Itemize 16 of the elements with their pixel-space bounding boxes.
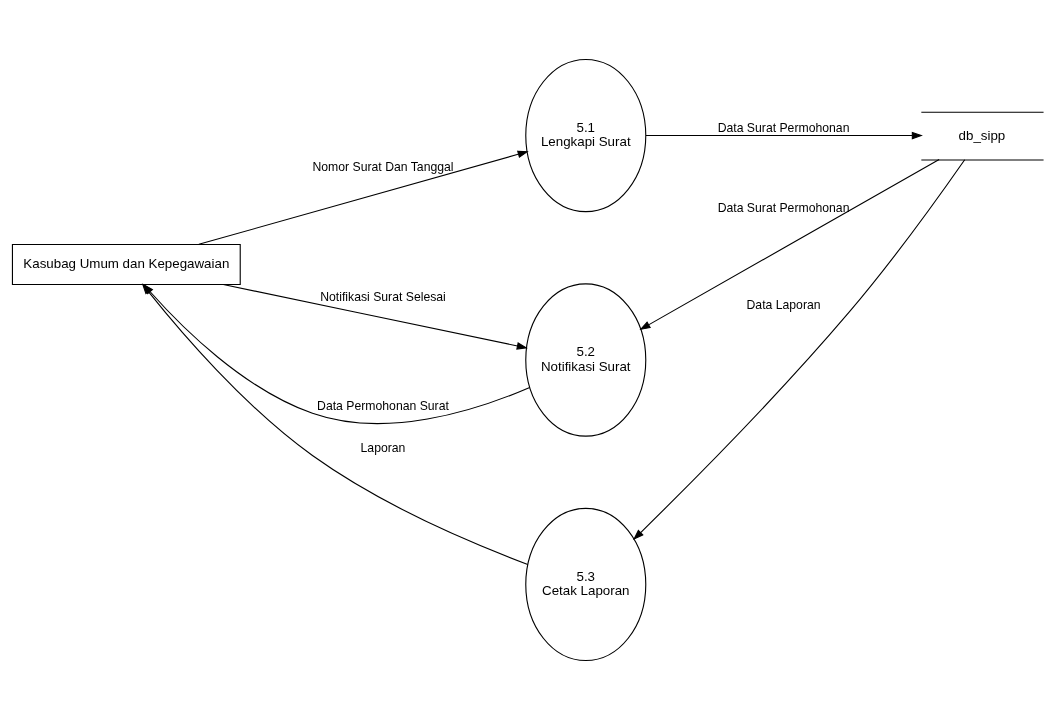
arrow — [645, 131, 923, 140]
edge-label: Laporan — [360, 441, 406, 455]
arrow — [198, 150, 529, 245]
edge-label: Data Permohonan Surat — [317, 398, 449, 413]
arrow — [222, 283, 528, 350]
node-box: Kasubag Umum dan Kepegawaian — [11, 243, 241, 285]
node-text: db_sipp — [958, 127, 1006, 143]
edge-label: Notifikasi Surat Selesai — [320, 289, 446, 304]
edge-label: Data Laporan — [746, 297, 821, 312]
edge-label: Data Surat Permohonan — [717, 201, 850, 215]
arrow — [639, 159, 940, 331]
node-ellipse: 5.2 Notifikasi Surat — [525, 283, 647, 437]
edge-label: Data Surat Permohonan — [717, 121, 850, 135]
edge-label: Nomor Surat Dan Tanggal — [312, 159, 454, 174]
node-ellipse: 5.1 Lengkapi Surat — [525, 58, 647, 213]
arrow — [633, 159, 966, 541]
